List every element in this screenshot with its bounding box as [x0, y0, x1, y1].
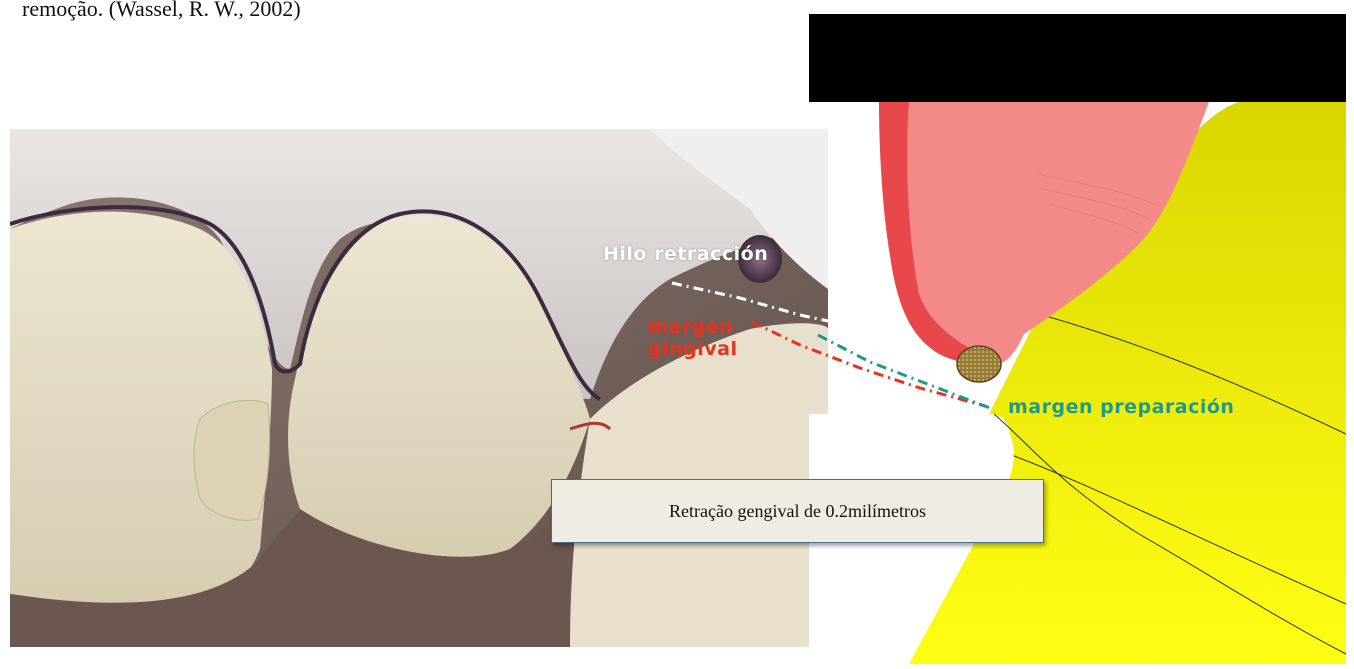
- callout-box: Retração gengival de 0.2milímetros: [551, 479, 1044, 543]
- schematic-diagram: [809, 14, 1354, 664]
- label-margen-gingival-line1: margen: [648, 316, 737, 338]
- label-hilo-retraccion: Hilo retracción: [603, 243, 768, 265]
- callout-text: Retração gengival de 0.2milímetros: [669, 501, 926, 522]
- label-margen-gingival: margen gingival: [648, 316, 737, 360]
- header-bar: [809, 14, 1346, 102]
- label-margen-gingival-line2: gingival: [648, 338, 737, 360]
- label-margen-preparacion: margen preparación: [1008, 396, 1234, 418]
